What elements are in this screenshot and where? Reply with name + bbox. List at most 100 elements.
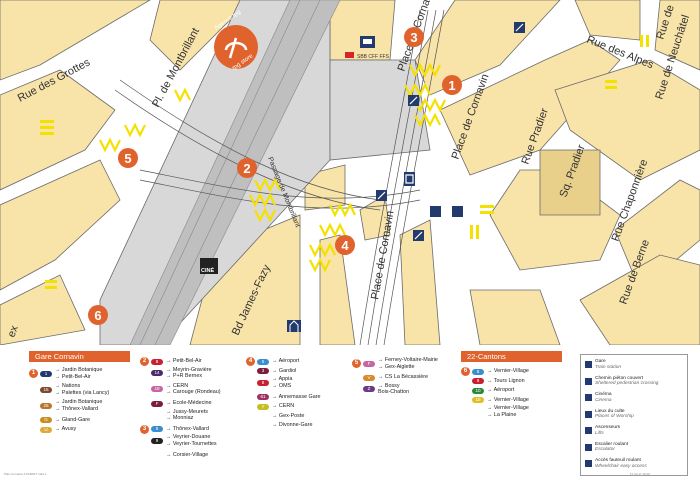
svg-text:4: 4 bbox=[341, 238, 349, 253]
line-badge: 8 bbox=[151, 358, 163, 365]
destination-text: → Gland-Gare bbox=[55, 416, 91, 423]
line-badge: F bbox=[363, 360, 375, 367]
station-area-map: Rue des Grottes Pl. de Montbrillant Plac… bbox=[0, 0, 700, 345]
line-badge: 5 bbox=[151, 426, 163, 433]
stop-markers: 1 2 3 4 5 6 bbox=[88, 27, 462, 325]
destination-text: → CERN bbox=[272, 403, 295, 410]
legend-row: 9→ Tours Lignon bbox=[461, 377, 525, 386]
line-badge: 15 bbox=[40, 386, 52, 393]
destination-text: → Nations→ Palettes (via Lancy) bbox=[55, 383, 110, 396]
line-badge: 5 bbox=[257, 358, 269, 365]
street-edge-left: ex bbox=[6, 324, 21, 339]
covered-crossing-icon bbox=[452, 206, 463, 217]
legend-row: → Divonne-Gare bbox=[246, 421, 312, 430]
legend-row: 3→ Gardiol bbox=[246, 367, 296, 376]
legend-row: F→ Ecole-Médecine bbox=[140, 399, 212, 408]
stop-number-badge: 6 bbox=[461, 367, 470, 376]
line-badge: V bbox=[363, 374, 375, 381]
key-label: Cinéma bbox=[595, 392, 612, 397]
stop-marker-3[interactable]: 3 bbox=[404, 27, 424, 47]
destination-text: → Vernier-Village→ La Plaine bbox=[487, 405, 529, 418]
line-badge: Y bbox=[257, 403, 269, 410]
legend-row: 19→ Vernier-Village bbox=[461, 396, 529, 405]
legend-row: 9→ Veyrier-Douane→ Veyrier-Tournettes bbox=[140, 434, 217, 447]
legend-row: → Jussy-Meurets→ Monniaz bbox=[140, 409, 208, 422]
key-label-en: Places of Worship bbox=[595, 414, 634, 420]
line-badge: 14 bbox=[151, 370, 163, 377]
train-icon bbox=[585, 361, 592, 369]
line-badge: 6 bbox=[472, 368, 484, 375]
destination-text: → Jardin Botanique→ Petit-Bel-Air bbox=[55, 367, 103, 380]
covered-crossing-icon bbox=[585, 377, 592, 385]
destination-text: → Divonne-Gare bbox=[272, 422, 313, 429]
gare-cornavin-header: Gare Cornavin bbox=[29, 351, 130, 362]
stop-marker-1[interactable]: 1 bbox=[442, 75, 462, 95]
legend-row: U→ Avusy bbox=[29, 425, 76, 434]
cinema-icon: CINÉ bbox=[200, 258, 218, 274]
stop-number-badge: 1 bbox=[29, 369, 38, 379]
wheelchair-icon bbox=[430, 206, 441, 217]
destination-text: → Tours Lignon bbox=[487, 377, 525, 384]
stop-marker-5[interactable]: 5 bbox=[118, 148, 138, 168]
stop-number-badge: 5 bbox=[352, 359, 361, 369]
elevator-icon bbox=[585, 427, 592, 435]
legend-row: 18→ CERN→ Carouge (Rondeau) bbox=[140, 383, 221, 396]
city-blocks bbox=[0, 0, 700, 345]
legend-row: 61→ Annemasse Gare bbox=[246, 392, 321, 401]
line-badge: 3 bbox=[257, 368, 269, 375]
key-label-en: Sheltered pedestrian crossing bbox=[595, 381, 659, 387]
key-label-en: Cinema bbox=[595, 397, 612, 403]
legend-row: 8→ Appia→ OMS bbox=[246, 376, 292, 389]
stop-marker-4[interactable]: 4 bbox=[335, 235, 355, 255]
destination-text: → Meyrin-Gravière→ P+R Bernex bbox=[166, 366, 212, 380]
destination-text: → Jardin Botanique→ Thônex-Vallard bbox=[55, 399, 103, 412]
stop-marker-2[interactable]: 2 bbox=[237, 158, 257, 178]
svg-text:CINÉ: CINÉ bbox=[201, 266, 214, 274]
key-label-en: Train station bbox=[595, 364, 622, 370]
legend-row: G→ Gland-Gare bbox=[29, 416, 90, 425]
stop-marker-6[interactable]: 6 bbox=[88, 305, 108, 325]
key-label: Chemin piéton couvert bbox=[595, 375, 643, 381]
line-badge: 10 bbox=[472, 387, 484, 394]
destination-text: → Aéroport bbox=[487, 387, 515, 394]
svg-text:6: 6 bbox=[94, 308, 101, 323]
destination-text: → CS La Bécassière bbox=[378, 374, 429, 381]
destination-text: → Gardiol bbox=[272, 367, 297, 374]
svg-text:2: 2 bbox=[243, 161, 250, 176]
legend-row: 15→ Nations→ Palettes (via Lancy) bbox=[29, 383, 109, 396]
footer-right: 17.04.17 16:00 bbox=[630, 472, 651, 476]
destination-text: → Jussy-Meurets→ Monniaz bbox=[166, 408, 208, 422]
destination-text: → Ferney-Voltaire-Mairie→ Gex-Aiglette bbox=[378, 357, 438, 370]
footer-left: Plan-Cornavin-17040617.indd 1 bbox=[4, 472, 47, 476]
wheelchair-icon bbox=[585, 460, 592, 468]
svg-text:3: 3 bbox=[410, 30, 417, 45]
svg-text:5: 5 bbox=[124, 151, 131, 166]
legend-row: 14→ Meyrin-Gravière→ P+R Bernex bbox=[140, 367, 212, 380]
key-label-en: Wheelchair easy access bbox=[595, 463, 647, 469]
destination-text: → Gex-Poste bbox=[272, 412, 305, 419]
line-badge: 8 bbox=[257, 379, 269, 386]
crosswalk-marks bbox=[40, 35, 649, 289]
svg-text:1: 1 bbox=[448, 78, 455, 93]
train-station-icon: SBB CFF FFS bbox=[345, 36, 390, 60]
destination-text: → Thônex-Vallard bbox=[166, 426, 209, 432]
elevator-icon bbox=[404, 172, 415, 186]
destination-text: → Veyrier-Douane→ Veyrier-Tournettes bbox=[166, 434, 217, 447]
line-badge: Z bbox=[363, 386, 375, 393]
key-label: Lieux du culte bbox=[595, 408, 625, 414]
